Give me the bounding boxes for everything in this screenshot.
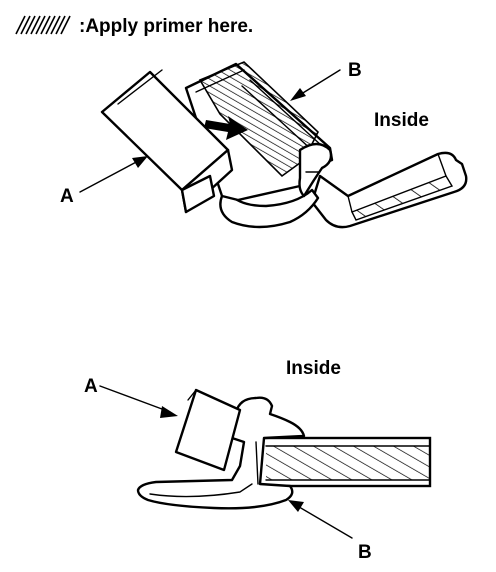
legend: :Apply primer here. (15, 15, 253, 37)
bar-a-section (174, 388, 242, 472)
section-label-b: B (358, 542, 372, 563)
section-inside-label: Inside (286, 358, 341, 379)
primer-arrow-icon (204, 116, 248, 140)
hatch-swatch-icon (15, 15, 71, 35)
molding-b-section (136, 396, 306, 510)
cross-section-view: A B Inside (84, 358, 432, 563)
bar-a (100, 69, 234, 214)
top-label-a: A (60, 186, 74, 207)
glass-panel (310, 151, 468, 229)
top-leader-lines (79, 69, 341, 193)
top-label-b: B (348, 60, 362, 81)
molding-b (184, 61, 334, 229)
top-perspective-view: A B Inside (60, 60, 468, 229)
top-inside-label: Inside (374, 110, 429, 131)
section-label-a: A (84, 376, 98, 397)
legend-text: :Apply primer here. (79, 16, 253, 37)
section-leader-lines (99, 385, 353, 539)
glass-section (256, 436, 432, 488)
